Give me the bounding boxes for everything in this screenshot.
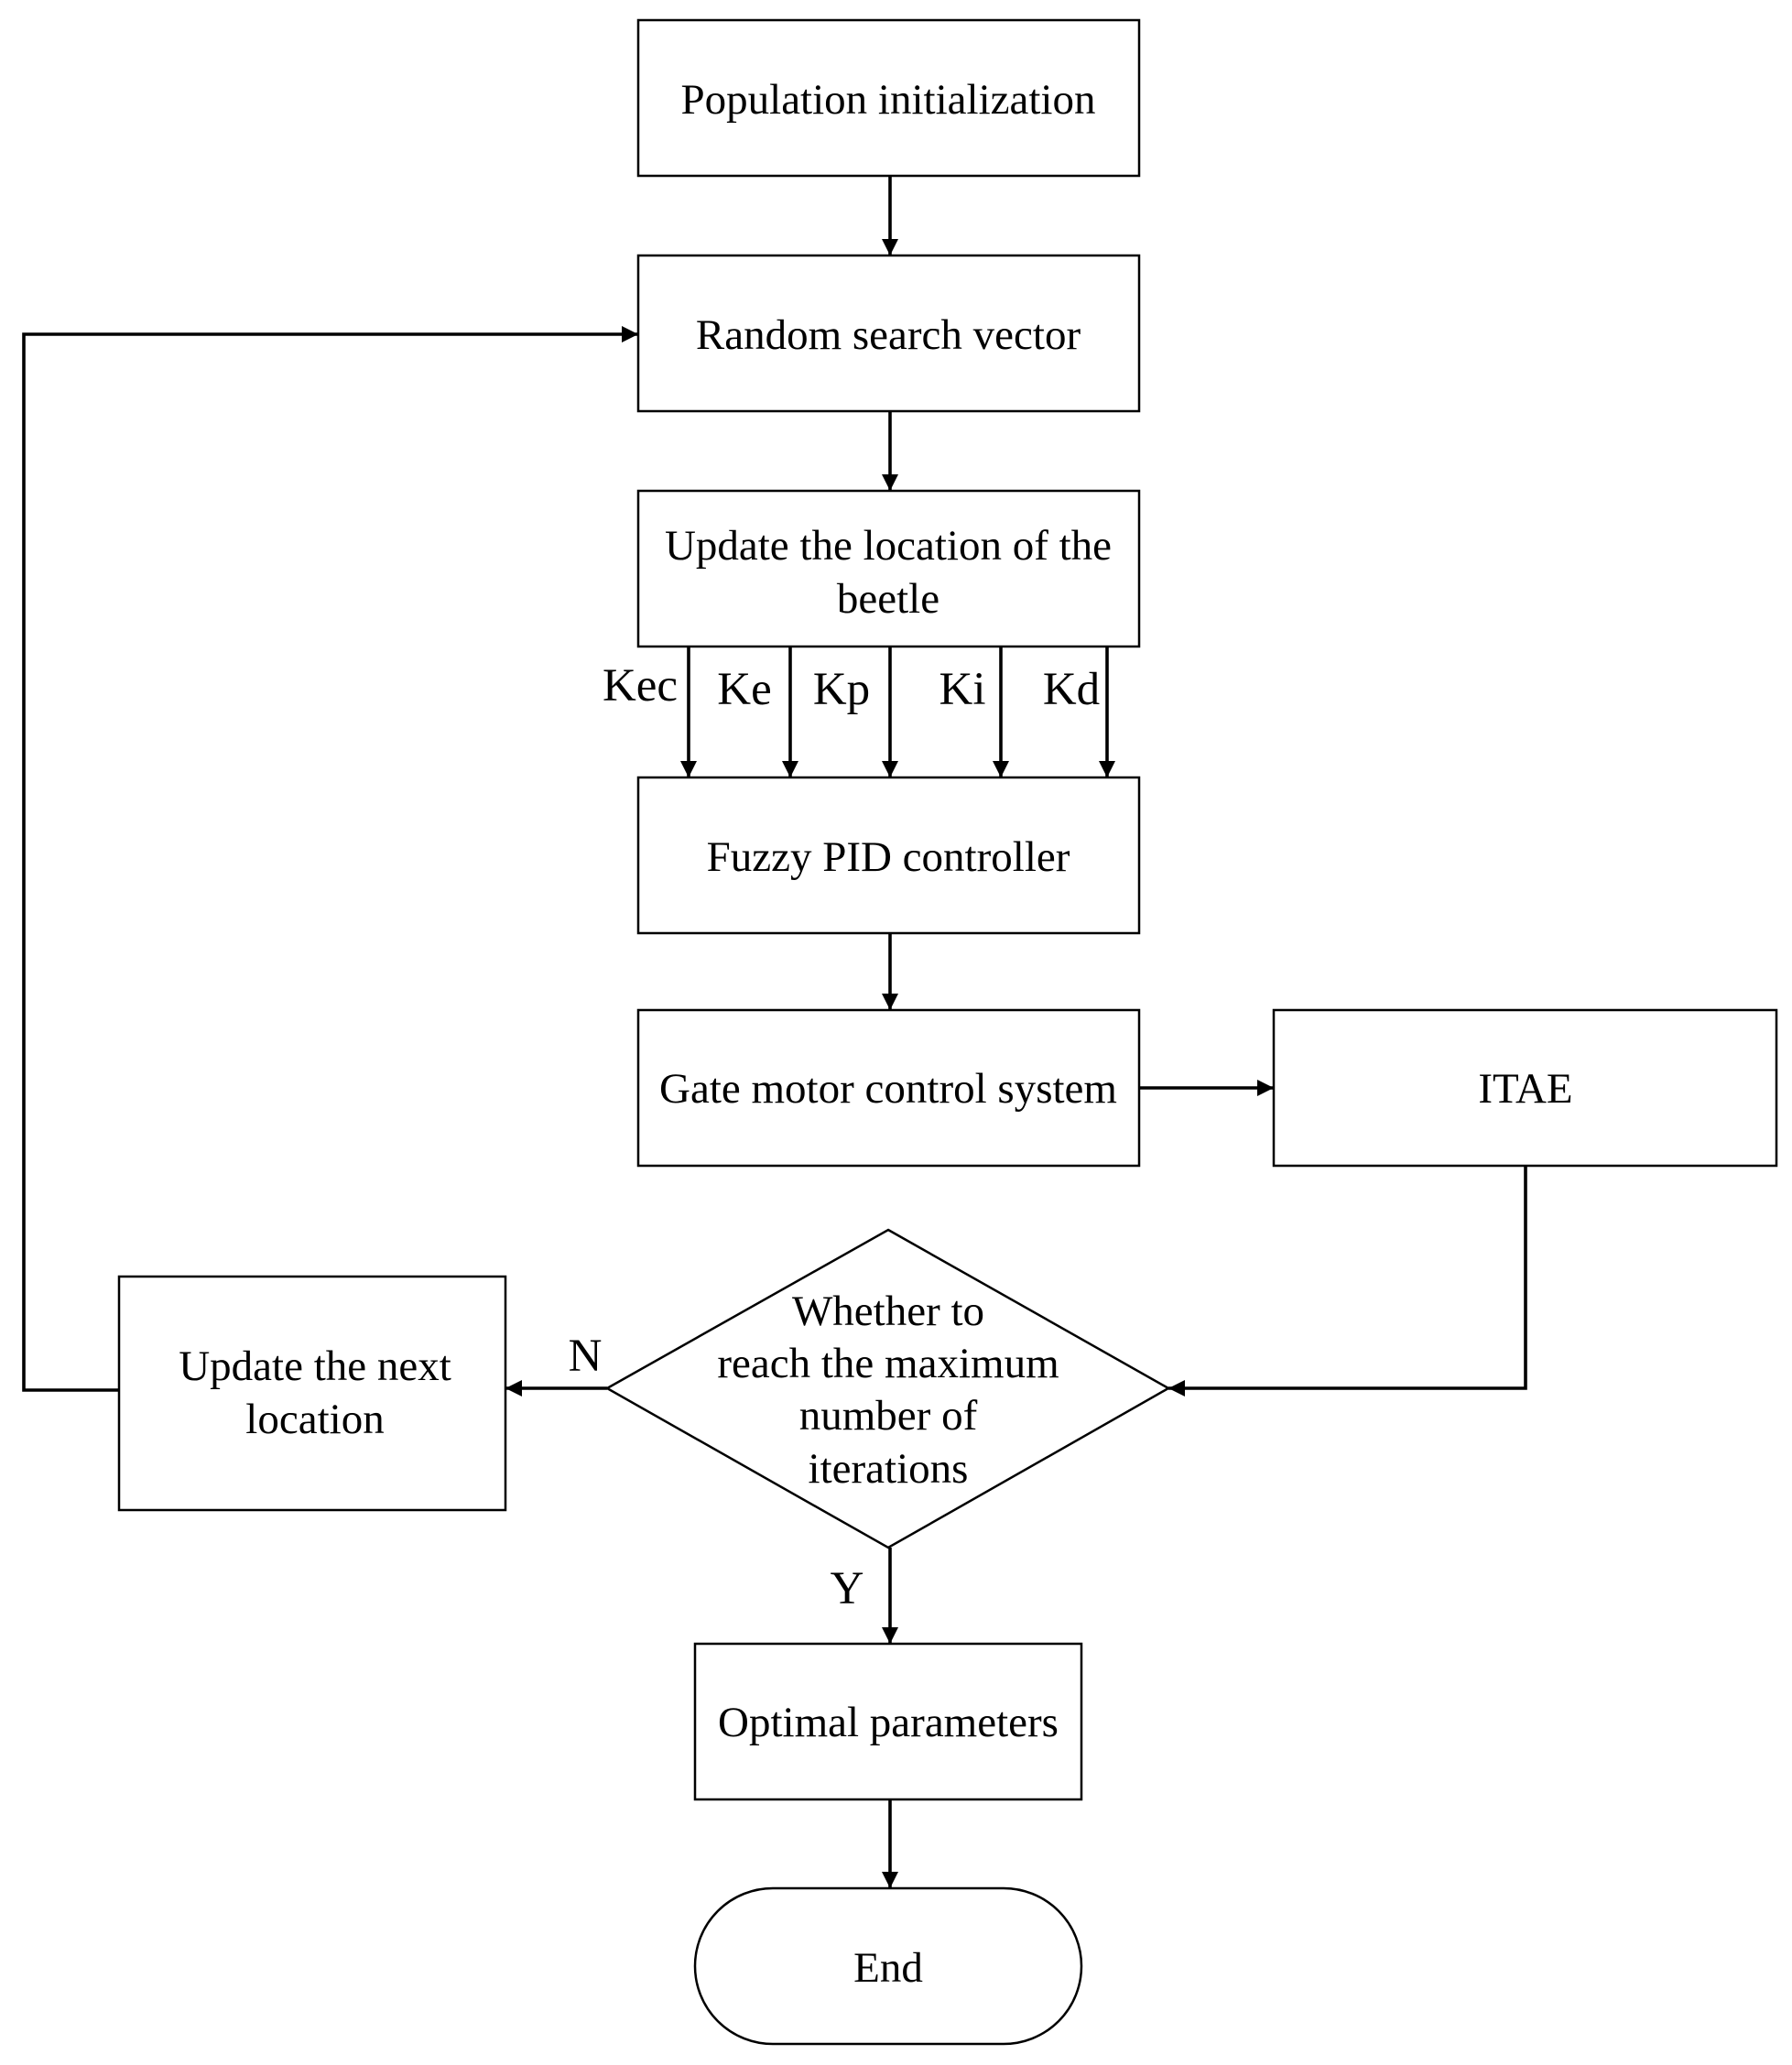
decision-label-line4: iterations: [809, 1445, 969, 1493]
param-label-kec: Kec: [603, 660, 678, 712]
arrow-loop-back: [22, 326, 638, 1392]
end-label: End: [853, 1944, 923, 1992]
decision-label-line3: number of: [799, 1392, 978, 1440]
optimal-parameters-label: Optimal parameters: [718, 1699, 1059, 1746]
update-next-label-line1: Update the next: [179, 1342, 451, 1390]
branch-label-no: N: [569, 1331, 603, 1382]
param-label-ki: Ki: [939, 664, 986, 715]
end-terminator: End: [693, 1886, 1083, 2046]
fuzzy-pid-node: Fuzzy PID controller: [636, 776, 1141, 935]
itae-node: ITAE: [1272, 1008, 1778, 1168]
fuzzy-pid-label: Fuzzy PID controller: [707, 833, 1070, 881]
max-iterations-decision: Whether to reach the maximum number of i…: [604, 1228, 1171, 1549]
population-init-label: Population initialization: [681, 76, 1096, 124]
random-search-label: Random search vector: [696, 311, 1081, 359]
decision-label-line1: Whether to: [792, 1288, 984, 1335]
param-label-kp: Kp: [813, 664, 870, 715]
gate-motor-node: Gate motor control system: [636, 1008, 1141, 1168]
arrow-itae-to-decision: [1168, 1166, 1527, 1397]
branch-label-yes: Y: [831, 1563, 864, 1614]
update-next-node: Update the next location: [117, 1275, 507, 1512]
update-location-label-line2: beetle: [837, 575, 939, 623]
random-search-node: Random search vector: [636, 254, 1141, 413]
param-label-kd: Kd: [1043, 664, 1100, 715]
population-init-node: Population initialization: [636, 18, 1141, 178]
update-location-node: Update the location of the beetle: [636, 489, 1141, 648]
update-next-label-line2: location: [245, 1396, 384, 1443]
itae-label: ITAE: [1478, 1065, 1572, 1113]
optimal-parameters-node: Optimal parameters: [693, 1642, 1083, 1801]
update-location-label-line1: Update the location of the: [665, 522, 1112, 570]
decision-label-line2: reach the maximum: [717, 1340, 1059, 1387]
param-label-ke: Ke: [717, 664, 771, 715]
gate-motor-label: Gate motor control system: [659, 1065, 1117, 1113]
